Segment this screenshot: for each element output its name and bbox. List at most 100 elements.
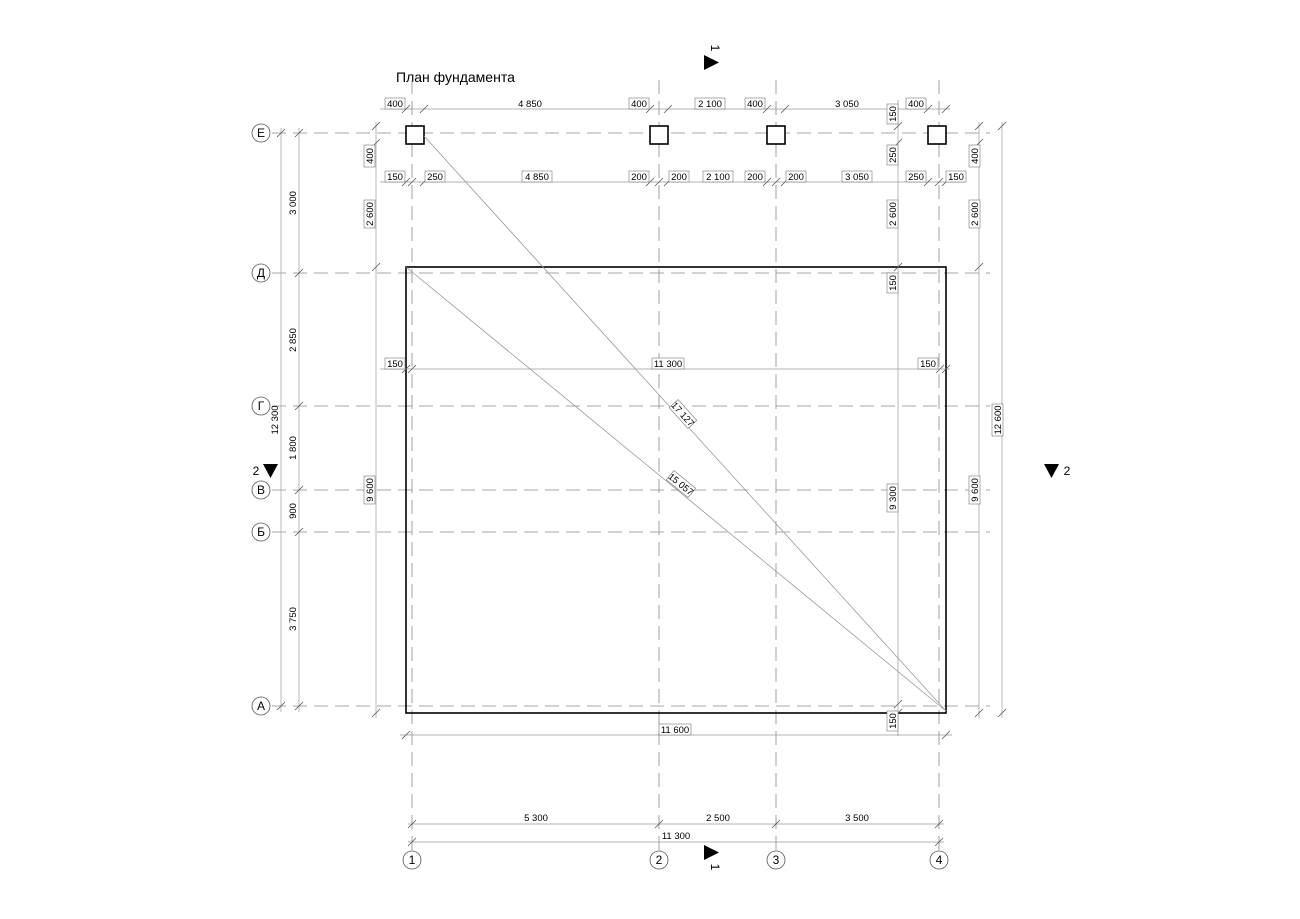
svg-text:11 300: 11 300 — [654, 359, 682, 370]
svg-text:Д: Д — [257, 266, 265, 280]
svg-text:250: 250 — [427, 172, 443, 183]
axis-bubble-b: Б — [251, 522, 271, 542]
horizontal-grid-lines — [272, 132, 990, 707]
svg-text:11 300: 11 300 — [662, 831, 690, 842]
svg-text:400: 400 — [747, 99, 763, 110]
svg-text:150: 150 — [387, 172, 403, 183]
svg-text:1: 1 — [409, 853, 416, 867]
right-inner-dimensions: 150 250 2 600 150 9 300 150 — [886, 100, 903, 736]
svg-text:4 850: 4 850 — [518, 99, 542, 110]
svg-text:150: 150 — [387, 359, 403, 370]
svg-text:400: 400 — [365, 148, 376, 164]
svg-text:150: 150 — [888, 275, 899, 291]
svg-text:400: 400 — [387, 99, 403, 110]
svg-text:В: В — [257, 483, 265, 497]
bottom-span-dimensions: 5 300 2 500 3 500 11 300 — [407, 813, 944, 847]
svg-text:150: 150 — [920, 359, 936, 370]
bottom-overall-dimension: 11 600 — [400, 723, 952, 740]
svg-text:5 300: 5 300 — [524, 813, 548, 824]
svg-text:1 800: 1 800 — [288, 436, 299, 460]
svg-text:9 300: 9 300 — [888, 486, 899, 510]
axis-bubble-e: Е — [251, 123, 271, 143]
left-dimension-chain: 3 000 2 850 1 800 900 3 750 12 300 — [270, 128, 304, 712]
section-arrow-icon — [1044, 464, 1059, 478]
svg-text:12 300: 12 300 — [270, 405, 281, 434]
column-footing — [405, 125, 425, 145]
diagonal-long-label: 17 127 — [668, 399, 698, 429]
svg-text:11 600: 11 600 — [661, 725, 689, 736]
svg-text:Е: Е — [257, 126, 265, 140]
svg-text:А: А — [257, 699, 265, 713]
svg-text:400: 400 — [908, 99, 924, 110]
svg-text:1: 1 — [708, 45, 722, 52]
svg-text:200: 200 — [788, 172, 804, 183]
svg-text:12 600: 12 600 — [993, 405, 1004, 434]
svg-text:400: 400 — [631, 99, 647, 110]
drawing-title: План фундамента — [396, 69, 515, 85]
axis-bubble-2: 2 — [649, 850, 669, 870]
svg-text:3 500: 3 500 — [845, 813, 869, 824]
axis-bubble-a: А — [251, 696, 271, 716]
axis-bubble-3: 3 — [766, 850, 786, 870]
axis-bubble-4: 4 — [929, 850, 949, 870]
svg-text:250: 250 — [888, 147, 899, 163]
foundation-slab-outline — [405, 266, 947, 714]
svg-text:2: 2 — [1064, 464, 1071, 478]
axis-bubble-g: Г — [251, 396, 271, 416]
svg-text:Г: Г — [258, 399, 265, 413]
inner-width-dimension: 150 11 300 150 — [380, 357, 951, 374]
column-footing — [649, 125, 669, 145]
svg-text:9 600: 9 600 — [365, 478, 376, 502]
axis-bubble-1: 1 — [402, 850, 422, 870]
svg-text:1: 1 — [708, 864, 722, 871]
svg-text:2 100: 2 100 — [698, 99, 722, 110]
svg-text:150: 150 — [888, 106, 899, 122]
top-dimension-row-2: 150 250 4 850 200 200 2 100 200 200 3 05… — [380, 170, 967, 187]
section-arrow-icon — [704, 845, 719, 860]
svg-text:900: 900 — [288, 503, 299, 519]
vertical-grid-lines — [411, 80, 940, 850]
svg-text:3 750: 3 750 — [288, 607, 299, 631]
column-footing — [927, 125, 947, 145]
section-arrow-icon — [704, 55, 719, 70]
svg-text:400: 400 — [970, 148, 981, 164]
section-2-right-marker: 2 — [1044, 464, 1071, 478]
column-footings — [405, 125, 947, 145]
axis-bubble-d: Д — [251, 263, 271, 283]
right-outer-dimensions: 400 2 600 9 600 12 600 — [968, 121, 1007, 718]
svg-text:3 000: 3 000 — [288, 191, 299, 215]
svg-text:4 850: 4 850 — [525, 172, 549, 183]
svg-text:250: 250 — [908, 172, 924, 183]
svg-text:2 500: 2 500 — [706, 813, 730, 824]
svg-text:150: 150 — [948, 172, 964, 183]
section-arrow-icon — [263, 464, 278, 478]
svg-text:200: 200 — [631, 172, 647, 183]
svg-text:2 850: 2 850 — [288, 328, 299, 352]
svg-text:2: 2 — [253, 464, 260, 478]
section-2-left-marker: 2 — [253, 464, 278, 478]
axis-bubble-v: В — [251, 480, 271, 500]
left-inner-dimensions: 400 2 600 9 600 — [363, 121, 381, 718]
number-axis-bubbles: 1 2 3 4 — [402, 850, 949, 870]
letter-axis-bubbles: Е Д Г В Б А — [251, 123, 271, 716]
svg-text:2 600: 2 600 — [365, 202, 376, 226]
section-1-bottom-marker: 1 — [704, 845, 722, 871]
svg-text:150: 150 — [888, 713, 899, 729]
svg-text:9 600: 9 600 — [970, 478, 981, 502]
svg-text:3 050: 3 050 — [845, 172, 869, 183]
svg-text:200: 200 — [671, 172, 687, 183]
svg-text:2 100: 2 100 — [706, 172, 730, 183]
svg-text:4: 4 — [936, 853, 943, 867]
diagonal-short-line — [405, 266, 947, 712]
svg-text:Б: Б — [257, 525, 265, 539]
svg-text:3: 3 — [773, 853, 780, 867]
svg-text:3 050: 3 050 — [835, 99, 859, 110]
column-footing — [766, 125, 786, 145]
top-dimension-row-1: 400 4 850 400 2 100 400 3 050 400 — [380, 97, 951, 114]
svg-text:2 600: 2 600 — [970, 202, 981, 226]
svg-text:200: 200 — [747, 172, 763, 183]
svg-text:2: 2 — [656, 853, 663, 867]
section-1-top-marker: 1 — [704, 45, 722, 70]
svg-text:2 600: 2 600 — [888, 202, 899, 226]
